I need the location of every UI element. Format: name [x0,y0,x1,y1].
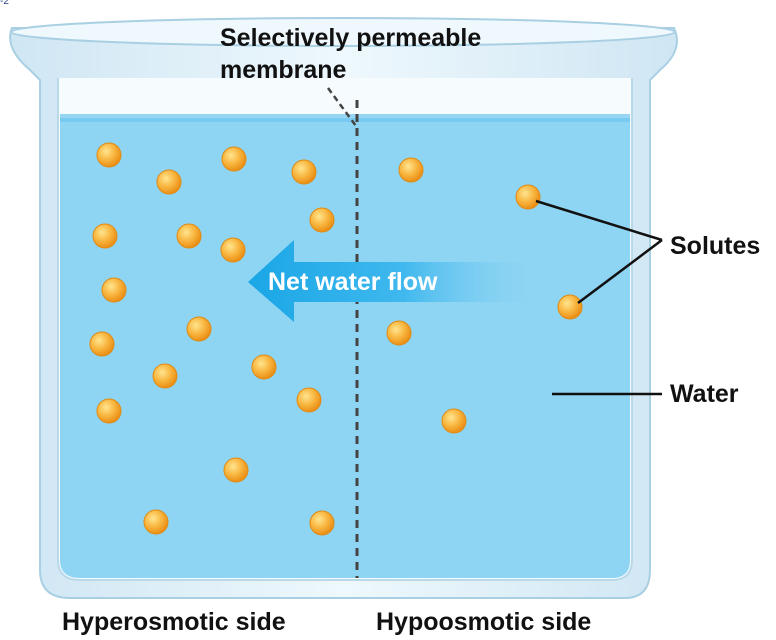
solute-particle-left-7 [220,237,246,263]
solute-particle-right-4 [386,320,412,346]
hypoosmotic-side-label: Hypoosmotic side [376,608,591,636]
solute-particle-left-10 [186,316,212,342]
solutes-label: Solutes [670,232,760,260]
solute-particle-left-18 [309,510,335,536]
solute-particle-left-3 [221,146,247,172]
solute-particle-left-8 [309,207,335,233]
solute-particle-left-11 [89,331,115,357]
solutes-leader-upper [535,199,663,242]
beaker-rim [10,17,676,47]
solute-particle-left-2 [156,169,182,195]
arrow-shape [248,240,530,322]
solute-particle-left-15 [96,398,122,424]
water-fill [60,118,630,578]
solute-particle-left-12 [251,354,277,380]
solute-particle-left-13 [152,363,178,389]
solute-particle-left-5 [92,223,118,249]
solutes-group [89,142,583,536]
water-label: Water [670,380,739,408]
solute-particle-left-9 [101,277,127,303]
solute-particle-left-6 [176,223,202,249]
solute-particle-left-16 [223,457,249,483]
solute-particle-right-5 [441,408,467,434]
hyperosmotic-side-label: Hyperosmotic side [62,608,286,636]
leader-lines [535,199,663,396]
membrane-label-line-1: Selectively permeable [220,24,481,52]
membrane-pointer [326,87,358,127]
solutes-leader-lower [577,239,663,304]
figure-reference: -2 [0,0,9,7]
water-body [60,114,630,578]
solute-particle-left-1 [96,142,122,168]
water-surface [60,114,630,122]
solute-particle-right-1 [398,157,424,183]
solute-particle-left-17 [143,509,169,535]
arrow-label: Net water flow [268,268,438,296]
solute-particle-right-3 [557,294,583,320]
net-water-flow-arrow: Net water flow [248,240,530,322]
solute-particle-right-2 [515,184,541,210]
solute-particle-left-14 [296,387,322,413]
membrane-label-line-2: membrane [220,56,347,84]
solute-particle-left-4 [291,159,317,185]
